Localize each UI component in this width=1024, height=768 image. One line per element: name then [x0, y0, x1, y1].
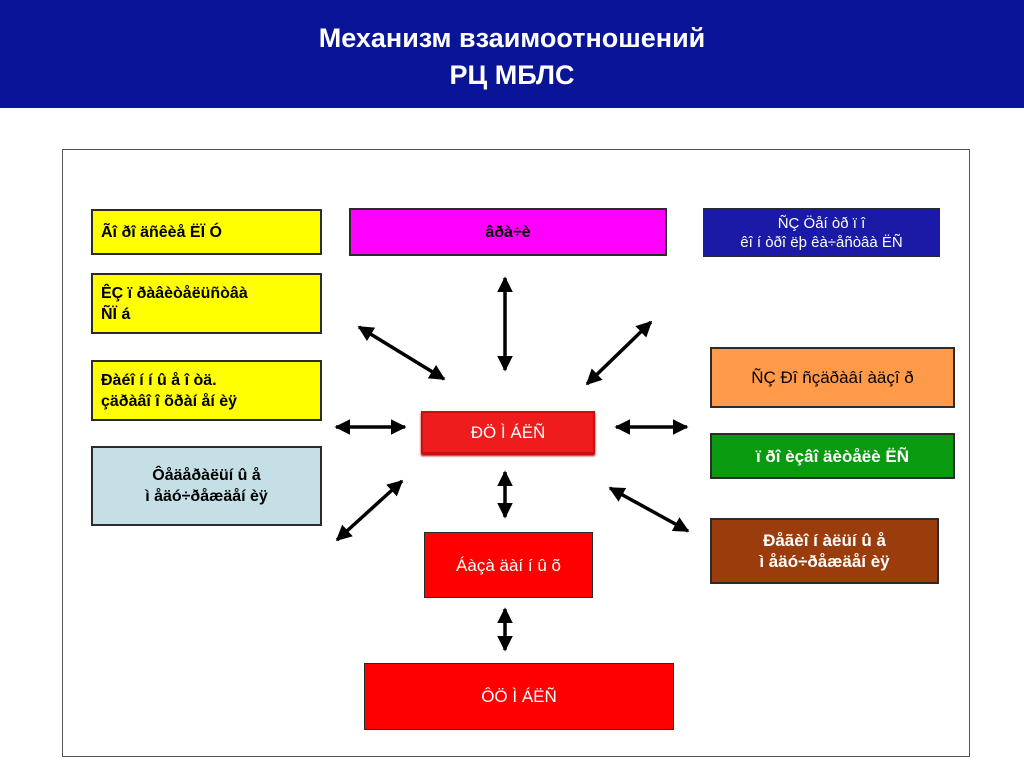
arrow-upper-left: [357, 325, 446, 381]
box-b2-label: âðà÷è: [485, 223, 531, 241]
box-b7: ÑÇ Ðî ñçäðàâí àäçî ð: [710, 347, 955, 408]
box-b6: Ôåäåðàëüí û å ì åäó÷ðåæäåí èÿ: [91, 446, 322, 526]
arrow-lower-right: [608, 486, 690, 533]
header-bar: [0, 0, 1024, 108]
box-b8-label: ÐÖ Ì ÁËÑ: [470, 423, 546, 442]
box-b4: ÊÇ ï ðàâèòåëüñòâà ÑÏ á: [91, 273, 322, 334]
box-b3-label: ÑÇ Öåí òð ï î êî í òðî ëþ êà÷åñòâà ËÑ: [740, 214, 903, 251]
box-b6-label: Ôåäåðàëüí û å ì åäó÷ðåæäåí èÿ: [145, 467, 268, 505]
box-b10: Ðåãèî í àëüí û å ì åäó÷ðåæäåí èÿ: [710, 518, 939, 584]
box-b11: Áàçà äàí í û õ: [424, 532, 593, 598]
box-b5-label: Ðàéî í í û å î òä. çäðàâî î õðàí åí èÿ: [101, 371, 238, 410]
box-b1: Ãî ðî äñêèå ËÏ Ó: [91, 209, 322, 255]
box-b7-label: ÑÇ Ðî ñçäðàâí àäçî ð: [751, 368, 914, 387]
box-b5: Ðàéî í í û å î òä. çäðàâî î õðàí åí èÿ: [91, 360, 322, 421]
title-line-2: РЦ МБЛС: [449, 60, 575, 90]
box-b1-label: Ãî ðî äñêèå ËÏ Ó: [101, 223, 222, 241]
box-b8: ÐÖ Ì ÁËÑ: [421, 411, 595, 454]
slide-title: Механизм взаимоотношений РЦ МБЛС: [0, 20, 1024, 94]
box-b2: âðà÷è: [349, 208, 667, 256]
box-b11-label: Áàçà äàí í û õ: [456, 555, 561, 575]
arrow-upper-right: [585, 320, 653, 386]
box-b12-label: ÔÖ Ì ÁËÑ: [481, 687, 557, 706]
box-b10-label: Ðåãèî í àëüí û å ì åäó÷ðåæäåí èÿ: [759, 531, 890, 571]
box-b9-label: ï ðî èçâî äèòåëè ËÑ: [755, 446, 910, 466]
box-b3: ÑÇ Öåí òð ï î êî í òðî ëþ êà÷åñòâà ËÑ: [703, 208, 940, 257]
box-b12: ÔÖ Ì ÁËÑ: [364, 663, 674, 730]
box-b9: ï ðî èçâî äèòåëè ËÑ: [710, 433, 955, 479]
box-b4-label: ÊÇ ï ðàâèòåëüñòâà ÑÏ á: [101, 284, 248, 323]
arrow-lower-left: [335, 479, 404, 542]
title-line-1: Механизм взаимоотношений: [318, 23, 706, 53]
